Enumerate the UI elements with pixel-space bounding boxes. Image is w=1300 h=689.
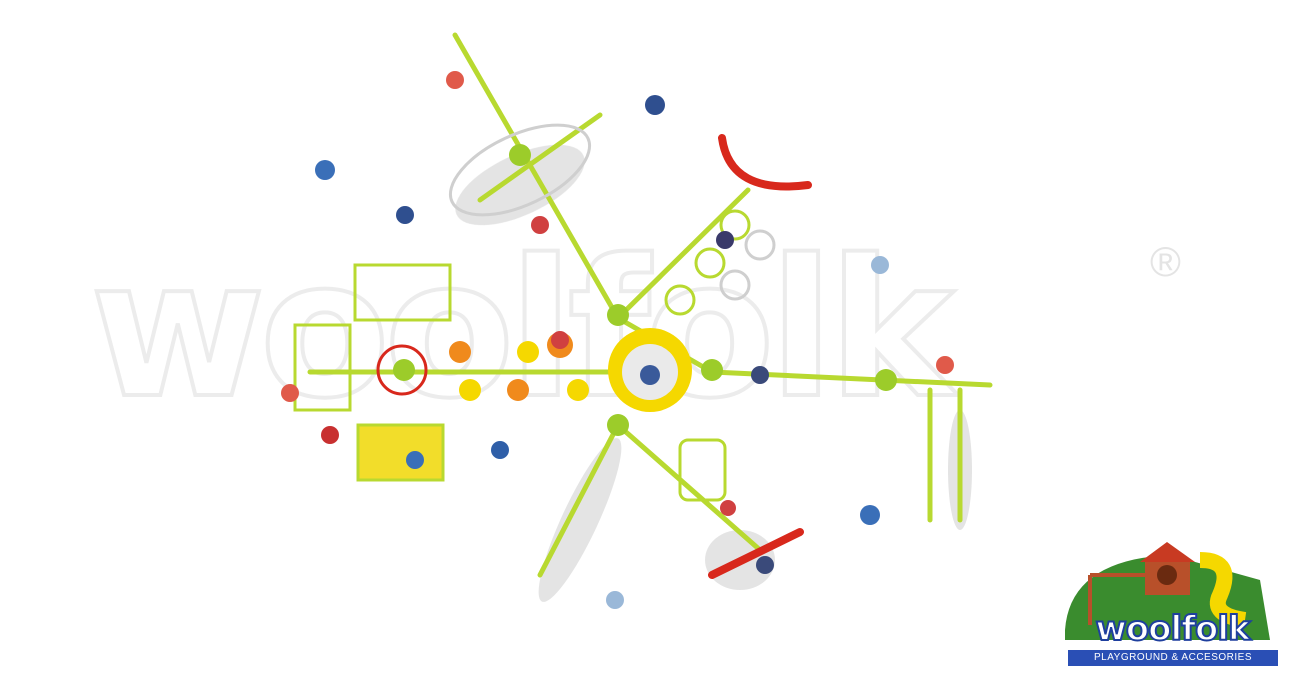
logo-tagline: PLAYGROUND & ACCESORIES <box>1068 650 1278 666</box>
watermark-registered-mark: ® <box>1150 238 1181 285</box>
logo-brand-name: woolfolk <box>1094 609 1251 649</box>
woolfolk-logo-graphic <box>1065 542 1270 640</box>
